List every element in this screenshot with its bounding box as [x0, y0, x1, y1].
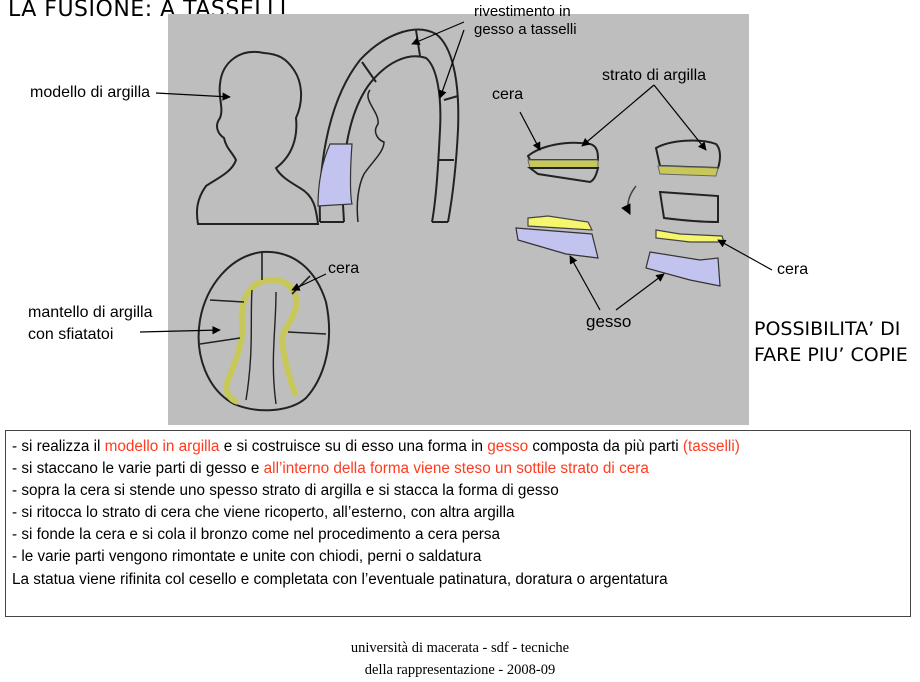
side-note: POSSIBILITA’ DI FARE PIU’ COPIE: [754, 318, 908, 366]
step-text: e si costruisce su di esso una forma in: [219, 438, 488, 455]
label-mantle-1: mantello di argilla: [28, 304, 153, 321]
step-text: - sopra la cera si stende uno spesso str…: [12, 482, 559, 500]
wax-strip-left: [527, 215, 594, 231]
step-highlight: gesso: [487, 438, 529, 455]
step-line: - si staccano le varie parti di gesso e …: [12, 458, 910, 480]
step-text: La statua viene rifinita col cesello e c…: [12, 570, 668, 588]
step-text: - si fonde la cera e si cola il bronzo c…: [12, 526, 501, 544]
step-text: - si staccano le varie parti di gesso e: [12, 460, 264, 478]
steps-box: - si realizza il modello in argilla e si…: [5, 430, 911, 617]
label-wax-top: cera: [492, 86, 524, 103]
wax-strip-right: [655, 229, 725, 243]
step-line: - le varie parti vengono rimontate e uni…: [12, 546, 910, 568]
label-clay-layer: strato di argilla: [602, 67, 707, 84]
clay-mantle: [197, 250, 331, 412]
step-text: - si ritocca lo strato di cera che viene…: [12, 504, 515, 522]
footer-line-2: della rappresentazione - 2008-09: [364, 662, 556, 678]
step-highlight: (tasselli): [682, 438, 740, 455]
step-line: - si ritocca lo strato di cera che viene…: [12, 502, 910, 524]
step-text: composta da più parti: [528, 438, 683, 455]
label-clay-model: modello di argilla: [30, 84, 151, 101]
mold-piece-with-clay: [654, 139, 721, 224]
step-line: - sopra la cera si stende uno spesso str…: [12, 480, 910, 502]
mold-piece-with-wax: [526, 141, 600, 184]
step-line: La statua viene rifinita col cesello e c…: [12, 569, 910, 591]
step-highlight: modello in argilla: [104, 438, 220, 455]
label-plaster-coating-2: gesso a tasselli: [474, 21, 577, 38]
label-mantle-2: con sfiatatoi: [28, 326, 114, 343]
leader-lines: [139, 21, 773, 335]
illustration-panel: [168, 14, 749, 425]
step-highlight: all’interno della forma viene steso un s…: [263, 460, 649, 478]
step-line: - si fonde la cera e si cola il bronzo c…: [12, 524, 910, 546]
step-text: - le varie parti vengono rimontate e uni…: [12, 548, 482, 566]
footer-line-1: università di macerata - sdf - tecniche: [350, 640, 570, 656]
plaster-strip-left: [515, 227, 599, 259]
plaster-section-fill: [317, 143, 353, 207]
label-plaster-coating-1: rivestimento in: [474, 3, 571, 20]
footer: università di macerata - sdf - tecniche …: [0, 637, 920, 681]
down-arrow: [621, 185, 637, 215]
label-wax-right: cera: [777, 261, 809, 278]
plaster-strip-right: [645, 251, 721, 287]
step-line: - si realizza il modello in argilla e si…: [12, 436, 910, 458]
step-text: - si realizza il: [12, 438, 105, 455]
label-wax-mantle: cera: [328, 260, 360, 277]
clay-model-bust: [196, 51, 320, 225]
label-plaster: gesso: [586, 312, 632, 331]
